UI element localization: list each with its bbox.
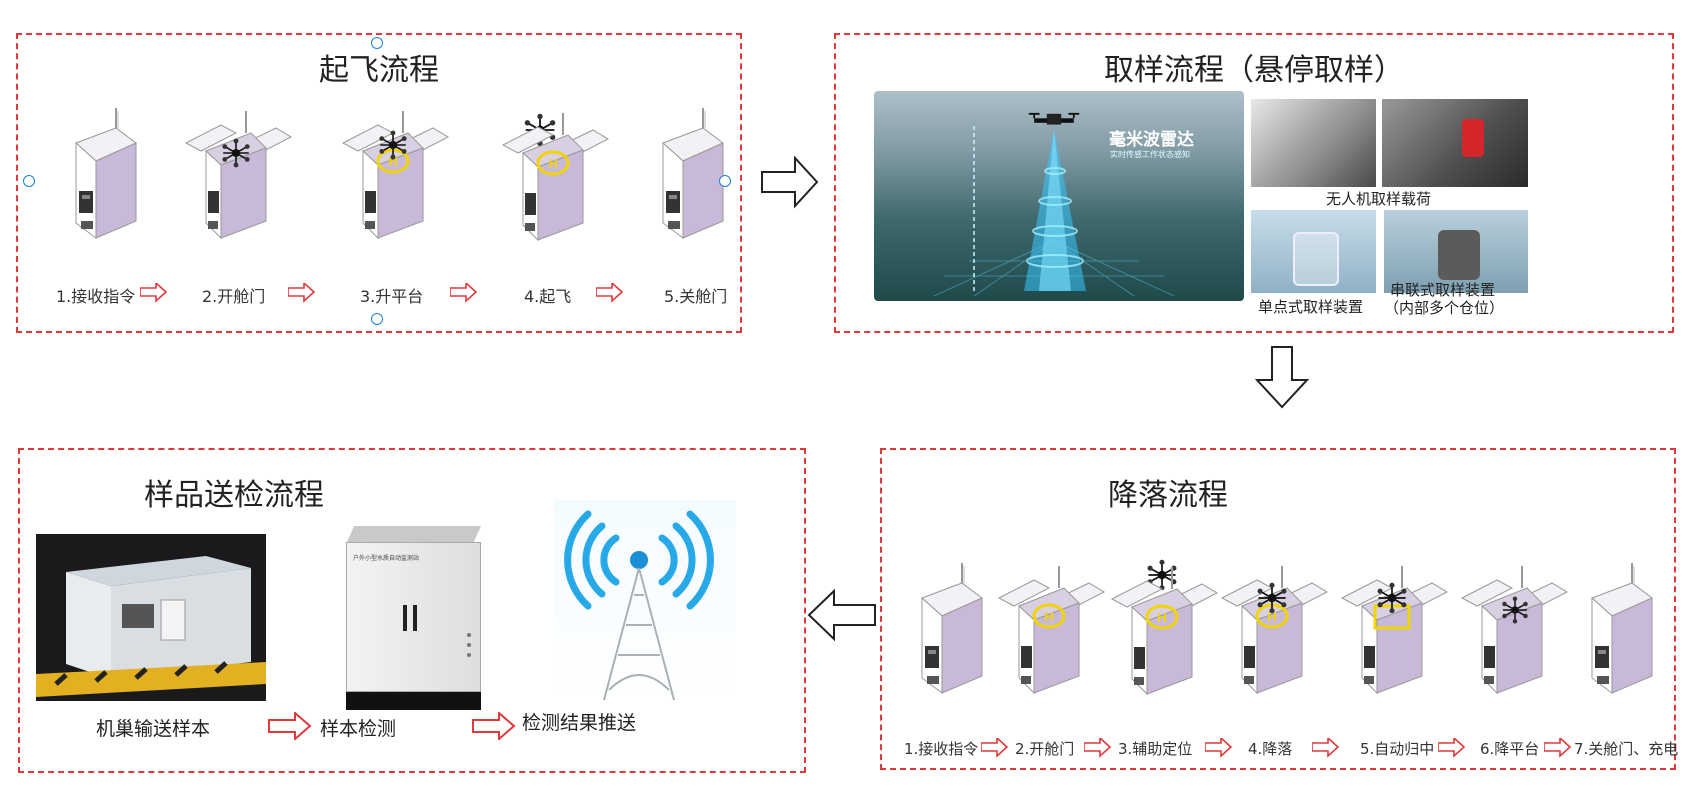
cabinet-label: 户外小型水质自动监测站: [353, 555, 420, 562]
radar-photo: 毫米波雷达 实时传感工作状态感知: [874, 91, 1244, 301]
landing-step-7-label: 7.关舱门、充电: [1574, 740, 1679, 758]
signal-tower-photo: [554, 500, 736, 705]
landing-step-6-label: 6.降平台: [1480, 740, 1540, 758]
takeoff-step-4-illustration: [502, 112, 609, 241]
serial-sampler-caption-1: 串联式取样装置: [1390, 281, 1496, 299]
takeoff-step-3-illustration: [342, 110, 449, 239]
radar-title: 毫米波雷达: [1109, 130, 1194, 150]
delivery-step-1-label: 机巢输送样本: [96, 718, 211, 740]
delivery-panel: 样品送检流程 户外小型水质自动监测站: [18, 448, 806, 773]
landing-step-1-label: 1.接收指令: [904, 740, 979, 758]
sampling-title: 取样流程（悬停取样）: [1104, 53, 1404, 88]
takeoff-step-4-label: 4.起飞: [524, 287, 572, 306]
delivery-arrow-2: [472, 712, 516, 740]
landing-arrow-3: [1205, 738, 1232, 757]
delivery-step-2-label: 样本检测: [320, 718, 397, 740]
radar-graphic: [933, 112, 1175, 297]
single-sampler-photo: [1251, 210, 1376, 293]
radar-subtitle: 实时传感工作状态感知: [1110, 150, 1190, 159]
takeoff-step-5-label: 5.关舱门: [664, 287, 728, 306]
landing-step-5-label: 5.自动归中: [1360, 740, 1435, 758]
takeoff-step-3-label: 3.升平台: [360, 287, 424, 306]
flow-arrow-right: [761, 155, 819, 209]
takeoff-panel: 起飞流程 1.接收指令 2.开舱门 3.升平台 4.起飞 5.关舱门: [16, 33, 742, 333]
landing-title: 降落流程: [1108, 478, 1228, 513]
landing-arrow-6: [1544, 738, 1571, 757]
selection-handle-right[interactable]: [719, 175, 731, 187]
flow-arrow-down: [1255, 346, 1310, 409]
landing-arrow-1: [981, 738, 1008, 757]
landing-panel: 降落流程 1.接收指令 2.开舱门 3.辅助定位 4.降落 5.自动归中 6.降…: [880, 448, 1679, 770]
landing-step-7-illustration: [1591, 562, 1653, 694]
payload-photo-1: [1251, 99, 1376, 187]
landing-step-1-illustration: [921, 562, 983, 694]
selection-handle-top[interactable]: [371, 37, 383, 49]
landing-arrow-4: [1312, 738, 1339, 757]
landing-step-4-illustration: [1221, 565, 1328, 694]
landing-arrow-2: [1084, 738, 1111, 757]
landing-step-3-label: 3.辅助定位: [1118, 740, 1193, 758]
takeoff-step-2-illustration: [185, 110, 292, 239]
landing-arrow-5: [1438, 738, 1465, 757]
landing-step-6-illustration: [1461, 565, 1568, 694]
delivery-title: 样品送检流程: [144, 478, 324, 513]
delivery-step-3-label: 检测结果推送: [522, 712, 637, 734]
takeoff-step-1-illustration: [75, 107, 137, 239]
landing-step-3-illustration: [1111, 558, 1218, 695]
detection-cabinet-photo: 户外小型水质自动监测站: [336, 526, 484, 711]
takeoff-arrow-3: [450, 283, 477, 302]
payload-caption: 无人机取样载荷: [1326, 190, 1432, 208]
selection-handle-left[interactable]: [23, 175, 35, 187]
takeoff-arrow-2: [288, 283, 315, 302]
takeoff-arrow-1: [140, 283, 167, 302]
flow-arrow-left: [807, 588, 876, 642]
takeoff-title: 起飞流程: [319, 53, 439, 88]
serial-sampler-caption-2: （内部多个仓位）: [1384, 299, 1505, 317]
landing-step-5-illustration: [1341, 565, 1448, 694]
payload-photo-2: [1382, 99, 1528, 187]
takeoff-step-2-label: 2.开舱门: [202, 287, 266, 306]
nest-interior-photo: [36, 534, 266, 701]
landing-step-2-illustration: [998, 565, 1105, 694]
takeoff-step-1-label: 1.接收指令: [56, 287, 136, 306]
delivery-arrow-1: [268, 712, 312, 740]
landing-step-2-label: 2.开舱门: [1015, 740, 1075, 758]
selection-handle-bottom[interactable]: [371, 313, 383, 325]
sampling-panel: 取样流程（悬停取样）: [834, 33, 1674, 333]
takeoff-arrow-4: [596, 283, 623, 302]
single-sampler-caption: 单点式取样装置: [1258, 298, 1364, 316]
serial-sampler-photo: [1384, 210, 1528, 293]
landing-step-4-label: 4.降落: [1248, 740, 1293, 758]
